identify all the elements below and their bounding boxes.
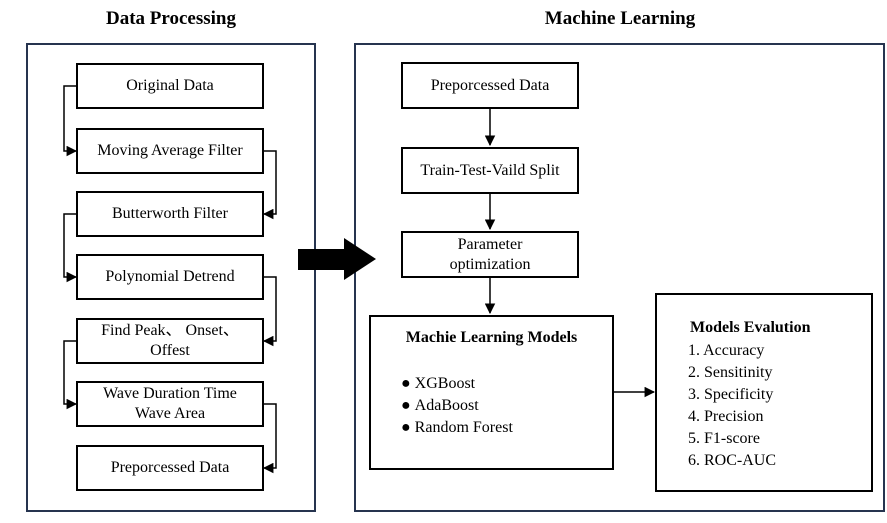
connector-wave-duration-to-preprocessed [262, 403, 277, 474]
bullet-icon: ● [401, 375, 411, 392]
evaluation-item: 6. ROC-AUC [688, 452, 777, 469]
evaluation-box [655, 293, 873, 492]
ml-step-preprocessed-data-label: Preporcessed Data [430, 76, 550, 94]
ml-step-train-test-split-label: Train-Test-Vaild Split [420, 161, 560, 179]
ml-step-train-test-split: Train-Test-Vaild Split [401, 147, 579, 194]
ml-models-title: Machie Learning Models [405, 329, 578, 346]
evaluation-title: Models Evalution [690, 319, 811, 336]
step-original-data-label: Original Data [126, 77, 214, 94]
step-original-data: Original Data [76, 63, 264, 109]
ml-model-label: Random Forest [414, 419, 513, 436]
ml-step-parameter-optimization: Parameter optimization [401, 231, 579, 278]
connector-polynomial-to-find-peak [262, 276, 277, 347]
step-find-peak-onset-offset: Find Peak、 Onset、 Offest [76, 318, 264, 364]
ml-step-parameter-line2: optimization [449, 255, 531, 273]
step-wave-duration-line1: Wave Duration Time [103, 385, 237, 402]
step-butterworth-filter: Butterworth Filter [76, 191, 264, 237]
evaluation-item: 4. Precision [688, 408, 764, 425]
ml-model-item-xgboost: ● XGBoost [401, 374, 475, 394]
step-polynomial-detrend-label: Polynomial Detrend [105, 268, 235, 285]
connector-butterworth-to-polynomial [63, 213, 78, 283]
bullet-icon: ● [401, 397, 411, 414]
step-butterworth-filter-label: Butterworth Filter [112, 205, 228, 222]
ml-step-preprocessed-data: Preporcessed Data [401, 62, 579, 109]
evaluation-item: 2. Sensitinity [688, 364, 773, 381]
step-polynomial-detrend: Polynomial Detrend [76, 254, 264, 300]
ml-model-item-adaboost: ● AdaBoost [401, 396, 479, 416]
step-preprocessed-data-output-label: Preporcessed Data [110, 459, 230, 476]
step-moving-average-filter-label: Moving Average Filter [97, 142, 243, 159]
ml-step-parameter-line1: Parameter [457, 235, 523, 253]
ml-model-label: XGBoost [414, 375, 476, 392]
ml-model-label: AdaBoost [414, 397, 479, 414]
step-moving-average-filter: Moving Average Filter [76, 128, 264, 174]
connector-find-peak-to-wave-duration [63, 340, 78, 410]
big-transition-arrow [298, 238, 376, 280]
evaluation-item: 1. Accuracy [688, 342, 765, 359]
step-find-peak-line2: Offest [150, 342, 190, 359]
step-wave-duration-area: Wave Duration Time Wave Area [76, 381, 264, 427]
data-processing-title: Data Processing [106, 8, 236, 29]
evaluation-item: 3. Specificity [688, 386, 774, 403]
step-find-peak-line1: Find Peak、 Onset、 [101, 322, 239, 339]
bullet-icon: ● [401, 419, 411, 436]
step-preprocessed-data-output: Preporcessed Data [76, 445, 264, 491]
connector-original-to-moving-average [63, 85, 78, 157]
step-wave-duration-line2: Wave Area [134, 405, 206, 422]
ml-model-item-random-forest: ● Random Forest [401, 418, 513, 438]
ml-models-box [369, 315, 614, 470]
evaluation-item: 5. F1-score [688, 430, 760, 447]
connector-moving-average-to-butterworth [262, 150, 277, 220]
machine-learning-title: Machine Learning [544, 8, 696, 29]
